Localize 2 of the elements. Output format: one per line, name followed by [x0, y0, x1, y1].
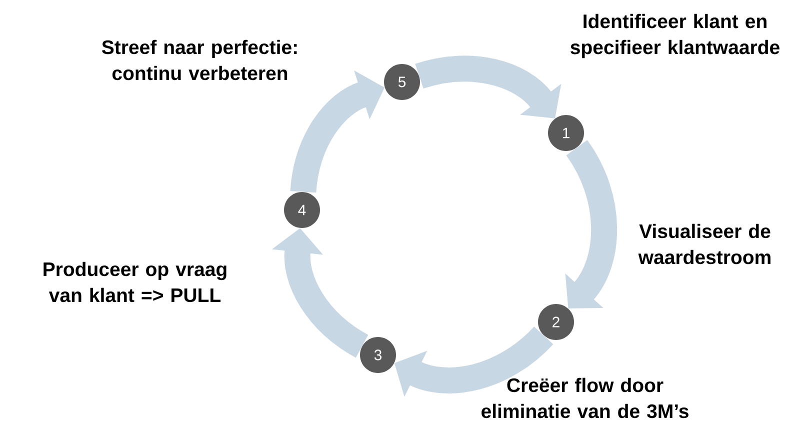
- step-text: Visualiseer de waardestroom: [638, 224, 770, 264]
- step-text: Streef naar perfectie: continu verbeteren: [102, 40, 297, 80]
